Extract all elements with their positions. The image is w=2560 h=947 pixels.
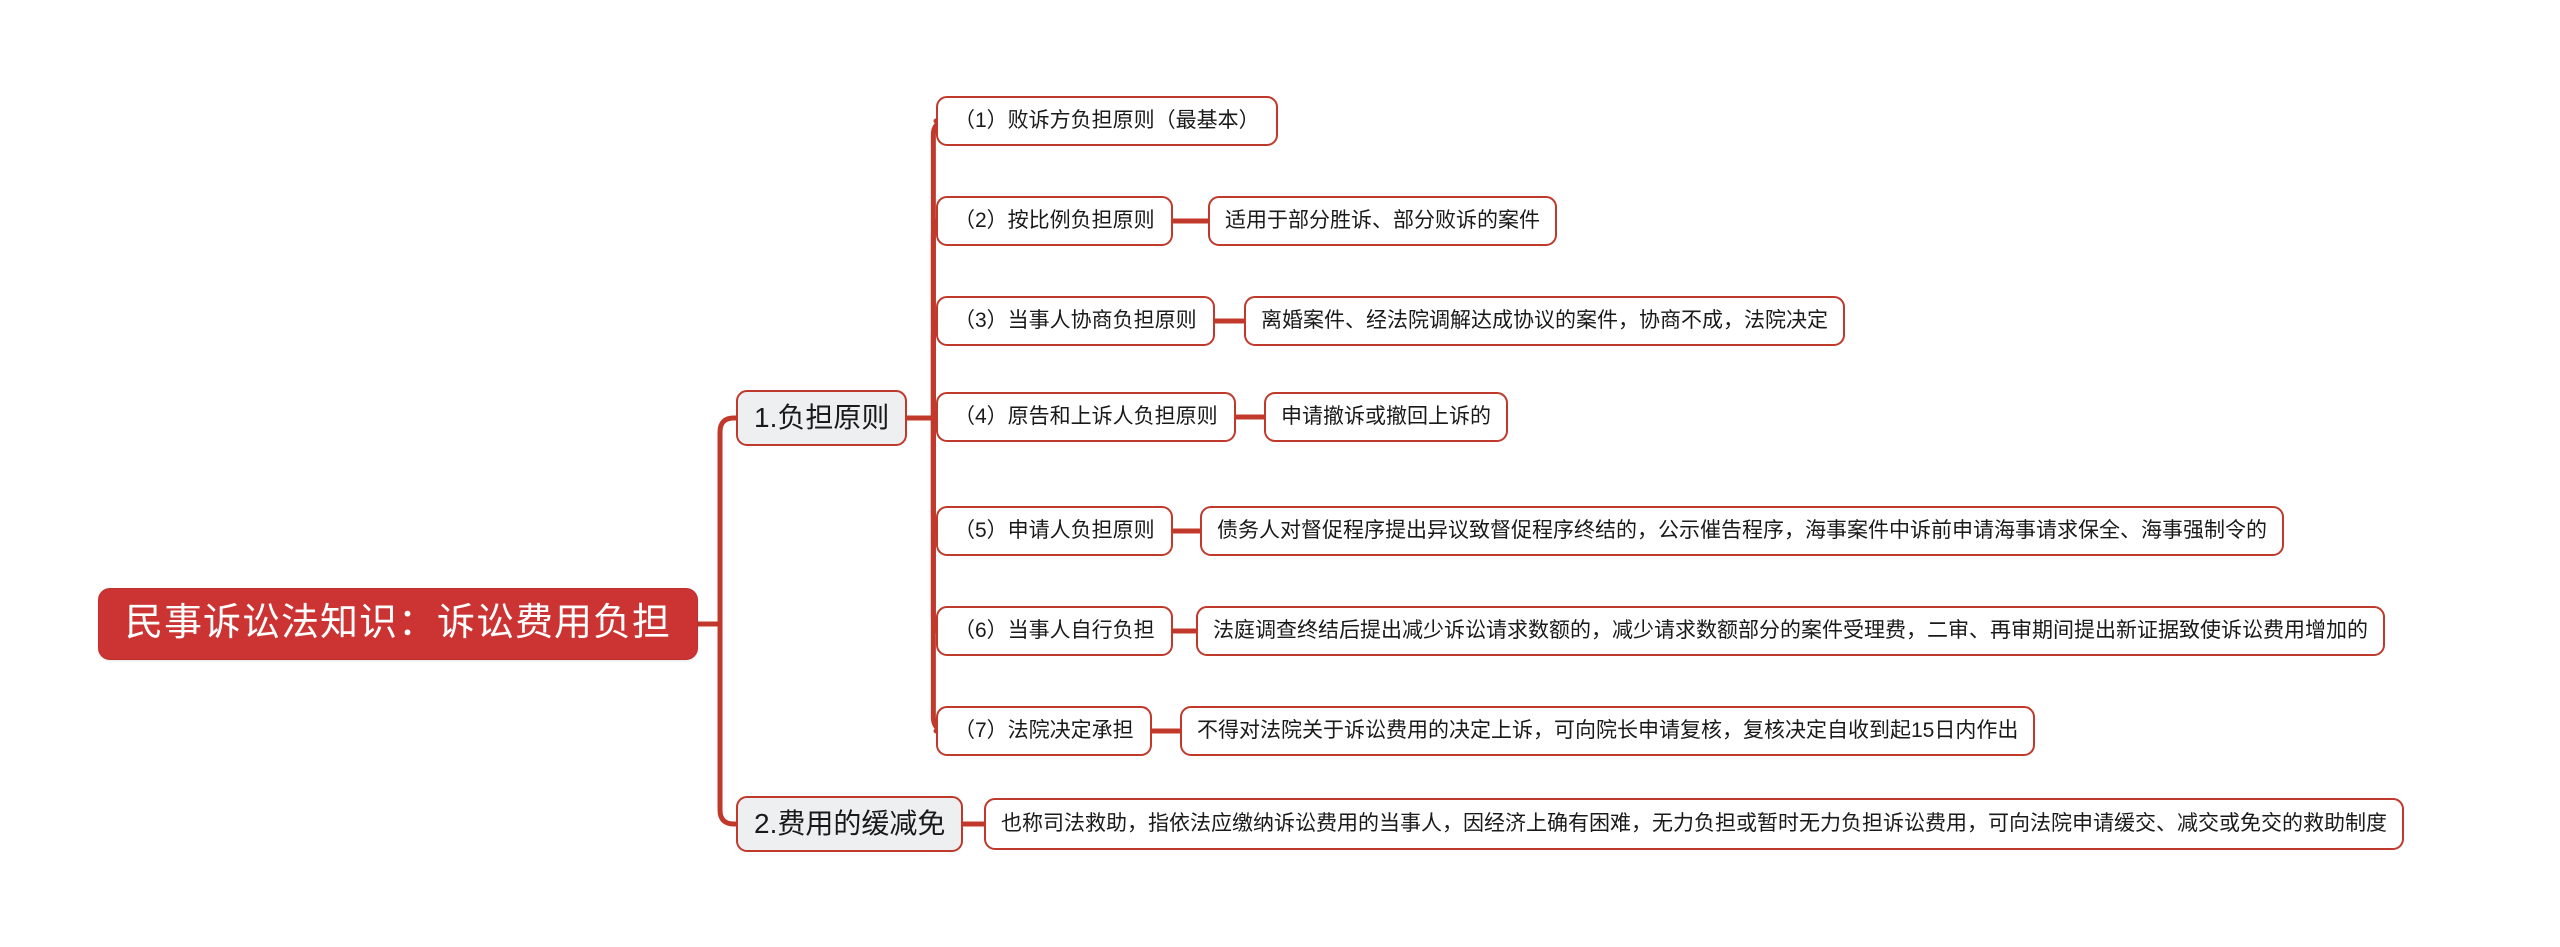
detail-node-7-label: 不得对法院关于诉讼费用的决定上诉，可向院长申请复核，复核决定自收到起15日内作出 — [1197, 719, 2019, 743]
topic-node-2-label: （2）按比例负担原则 — [954, 209, 1155, 233]
root-node-label: 民事诉讼法知识：诉讼费用负担 — [125, 602, 672, 645]
topic-node-2[interactable]: （2）按比例负担原则 — [936, 196, 1173, 246]
branch-node-label: 1.负担原则 — [754, 401, 890, 433]
detail-node-4[interactable]: 申请撤诉或撤回上诉的 — [1264, 392, 1508, 442]
topic-node-7-label: （7）法院决定承担 — [954, 719, 1134, 743]
detail-node-5[interactable]: 债务人对督促程序提出异议致督促程序终结的，公示催告程序，海事案件中诉前申请海事请… — [1200, 506, 2284, 556]
detail-node-5-label: 债务人对督促程序提出异议致督促程序终结的，公示催告程序，海事案件中诉前申请海事请… — [1217, 519, 2267, 543]
connector-branch1-to-topic-7 — [930, 415, 950, 734]
root-node[interactable]: 民事诉讼法知识：诉讼费用负担 — [98, 588, 699, 660]
connector-root-to-branch-1 — [717, 415, 739, 627]
detail-node-6-label: 法庭调查终结后提出减少诉讼请求数额的，减少请求数额部分的案件受理费，二审、再审期… — [1213, 619, 2368, 643]
branch-node-fee-relief[interactable]: 2.费用的缓减免 — [736, 796, 964, 852]
detail-node-2[interactable]: 适用于部分胜诉、部分败诉的案件 — [1208, 196, 1557, 246]
topic-node-5[interactable]: （5）申请人负担原则 — [936, 506, 1173, 556]
topic-node-5-label: （5）申请人负担原则 — [954, 519, 1155, 543]
connector-branch1-to-topic-1 — [930, 118, 950, 421]
topic-node-4-label: （4）原告和上诉人负担原则 — [954, 405, 1218, 429]
detail-node-3[interactable]: 离婚案件、经法院调解达成协议的案件，协商不成，法院决定 — [1244, 296, 1845, 346]
topic-node-7[interactable]: （7）法院决定承担 — [936, 706, 1152, 756]
connector-root-to-branch-2 — [717, 621, 739, 827]
topic-node-6-label: （6）当事人自行负担 — [954, 619, 1155, 643]
topic-node-1[interactable]: （1）败诉方负担原则（最基本） — [936, 96, 1278, 146]
branch-node-2-label: 2.费用的缓减免 — [754, 807, 946, 839]
detail-node-fee-relief-label: 也称司法救助，指依法应缴纳诉讼费用的当事人，因经济上确有困难，无力负担或暂时无力… — [1001, 812, 2387, 836]
topic-node-3[interactable]: （3）当事人协商负担原则 — [936, 296, 1215, 346]
detail-node-fee-relief[interactable]: 也称司法救助，指依法应缴纳诉讼费用的当事人，因经济上确有困难，无力负担或暂时无力… — [984, 798, 2404, 850]
detail-node-4-label: 申请撤诉或撤回上诉的 — [1281, 405, 1491, 429]
topic-node-4[interactable]: （4）原告和上诉人负担原则 — [936, 392, 1236, 442]
detail-node-3-label: 离婚案件、经法院调解达成协议的案件，协商不成，法院决定 — [1261, 309, 1828, 333]
topic-node-1-label: （1）败诉方负担原则（最基本） — [954, 109, 1260, 133]
detail-node-7[interactable]: 不得对法院关于诉讼费用的决定上诉，可向院长申请复核，复核决定自收到起15日内作出 — [1180, 706, 2036, 756]
topic-node-3-label: （3）当事人协商负担原则 — [954, 309, 1197, 333]
detail-node-2-label: 适用于部分胜诉、部分败诉的案件 — [1225, 209, 1540, 233]
detail-node-6[interactable]: 法庭调查终结后提出减少诉讼请求数额的，减少请求数额部分的案件受理费，二审、再审期… — [1196, 606, 2385, 656]
branch-node-burden-principles[interactable]: 1.负担原则 — [736, 390, 908, 446]
topic-node-6[interactable]: （6）当事人自行负担 — [936, 606, 1173, 656]
